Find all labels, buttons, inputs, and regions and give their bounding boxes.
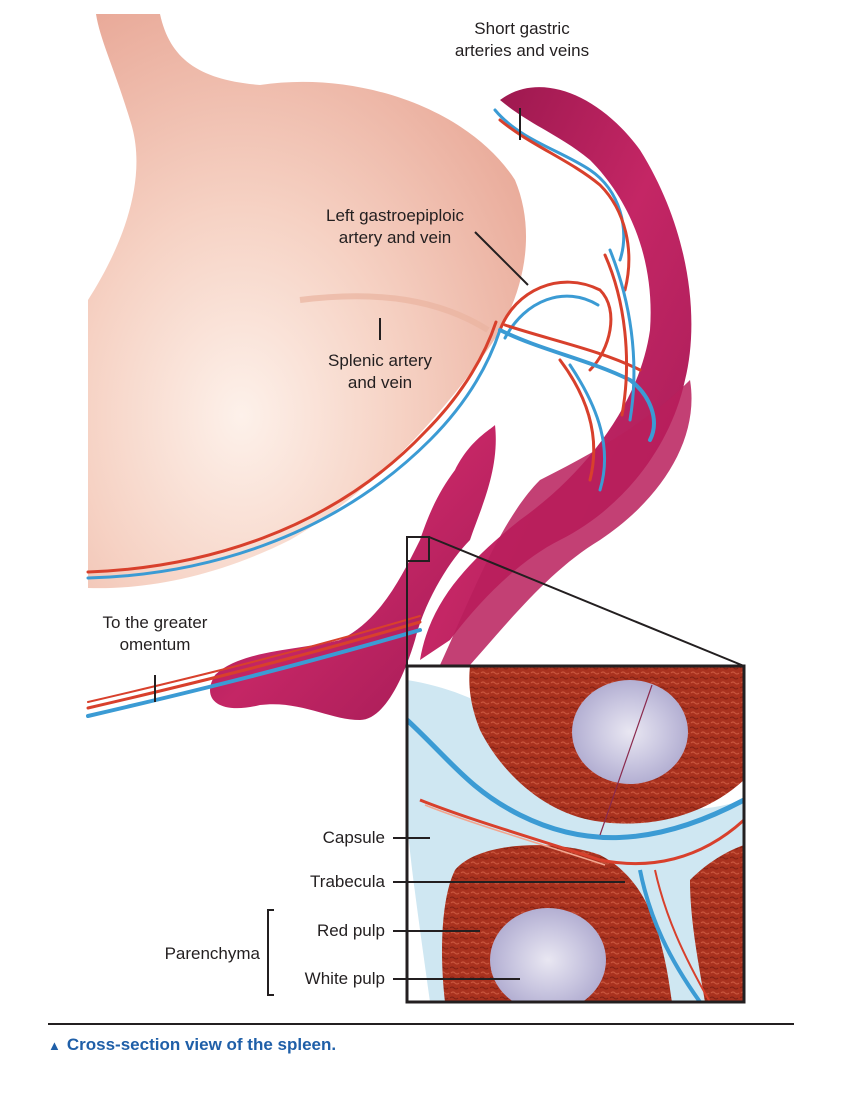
label-splenic: Splenic artery and vein (310, 350, 450, 394)
label-white-pulp: White pulp (304, 969, 385, 988)
caption-text: Cross-section view of the spleen. (66, 1035, 337, 1054)
inset-frame (405, 664, 746, 1004)
label-trabecula: Trabecula (310, 872, 385, 891)
caption-divider (48, 1023, 794, 1025)
vessels (86, 108, 656, 718)
label-left-gastroepiploic-line2: artery and vein (338, 228, 452, 247)
figure-caption: ▲ Cross-section view of the spleen. (48, 1035, 336, 1055)
label-red-pulp: Red pulp (316, 921, 385, 940)
label-greater-omentum: To the greater omentum (80, 612, 230, 656)
label-short-gastric: Short gastric arteries and veins (452, 18, 592, 62)
inset-cross-section (407, 666, 744, 1002)
leader-lines (154, 108, 625, 996)
label-greater-omentum-line1: To the greater (102, 613, 208, 632)
label-splenic-line2: and vein (347, 373, 413, 392)
magnification-indicator (406, 536, 745, 667)
label-parenchyma: Parenchyma (164, 944, 260, 963)
label-left-gastroepiploic: Left gastroepiploic artery and vein (305, 205, 485, 249)
label-short-gastric-line2: arteries and veins (454, 41, 590, 60)
label-left-gastroepiploic-line1: Left gastroepiploic (326, 206, 464, 225)
label-capsule: Capsule (322, 828, 385, 847)
label-splenic-line1: Splenic artery (328, 351, 432, 370)
spleen (210, 87, 692, 720)
label-greater-omentum-line2: omentum (119, 635, 191, 654)
caption-triangle-icon: ▲ (48, 1038, 61, 1053)
stomach (88, 14, 527, 589)
label-short-gastric-line1: Short gastric (474, 19, 570, 38)
